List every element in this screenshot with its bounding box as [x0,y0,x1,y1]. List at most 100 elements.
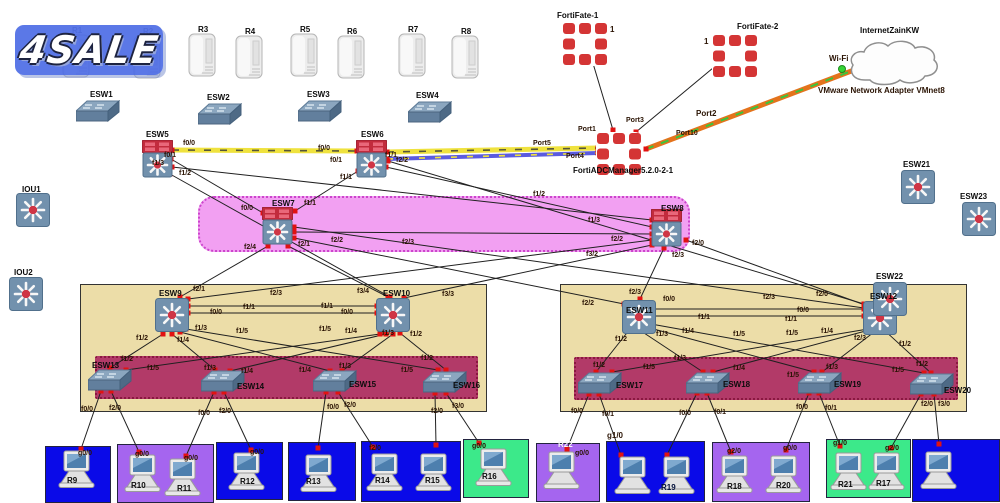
port-label: g0/0 [184,455,199,462]
node-r21[interactable] [828,452,868,497]
node-esw22[interactable] [873,282,907,321]
port-label: f2/3 [763,294,776,301]
node-iou2[interactable] [9,277,43,316]
label-esw7: ESW7 [272,199,295,208]
etherswitch-icon [261,206,294,245]
node-r20[interactable] [763,455,803,500]
node-esw9[interactable] [155,298,189,337]
port-label: f0/1 [825,405,838,412]
node-esw14[interactable] [199,369,246,399]
switch3d-icon [421,370,468,394]
switch3d-icon [684,371,731,395]
node-pc-a[interactable] [612,456,652,501]
port-label: f1/3 [656,331,669,338]
node-r15[interactable] [413,453,453,498]
port-label: f0/0 [318,145,331,152]
port-label: R22 [558,440,573,449]
node-cloud[interactable] [845,38,940,95]
node-r18[interactable] [714,455,754,500]
node-r12[interactable] [226,452,266,497]
etherswitch-icon [650,208,683,247]
port-label: f0/0 [341,309,354,316]
label-esw16: ESW16 [453,381,481,390]
label-r6: R6 [347,27,358,36]
port-label: f3/2 [586,251,599,258]
node-esw5[interactable] [141,139,174,183]
node-esw21[interactable] [901,170,935,209]
node-esw4[interactable] [406,100,453,130]
port-label: f2/4 [244,244,257,251]
node-r3[interactable] [188,33,216,82]
node-esw23[interactable] [962,202,996,241]
port-label: 1 [610,25,615,34]
node-r11[interactable] [162,458,202,503]
node-esw7[interactable] [261,206,294,250]
label-esw1: ESW1 [90,90,113,99]
port-label: f1/5 [787,372,800,379]
node-r16[interactable] [473,448,513,493]
node-r22[interactable] [541,451,581,496]
node-esw15[interactable] [311,369,358,399]
node-esw18[interactable] [684,371,731,401]
node-esw13[interactable] [86,368,133,398]
node-r17[interactable] [866,452,906,497]
port-label: f1/3 [826,364,839,371]
label-cloud: InternetZainKW [860,26,920,35]
node-r7[interactable] [398,33,426,82]
node-r19[interactable] [656,456,696,501]
router-icon [451,35,479,79]
node-r5[interactable] [290,33,318,82]
port-label: Port1 [578,126,596,133]
node-esw3[interactable] [296,99,343,129]
port-label: f1/5 [643,364,656,371]
node-r8[interactable] [451,35,479,84]
node-esw1[interactable] [74,99,121,129]
port-label: g1/0 [607,431,624,440]
port-label: f2/0 [344,402,357,409]
cloud-icon [850,40,938,86]
node-pc-b[interactable] [918,451,958,496]
node-r6[interactable] [337,35,365,84]
port-label: f1/4 [241,368,254,375]
label-iou2: IOU2 [14,268,33,277]
port-label: f1/2 [615,336,628,343]
l3switch-icon [962,202,996,236]
node-r10[interactable] [122,454,162,499]
port-label: f1/5 [786,330,799,337]
switch3d-icon [311,369,358,393]
node-esw19[interactable] [796,371,843,401]
node-esw8[interactable] [650,208,683,252]
etherswitch-icon [355,139,388,178]
port-label: f1/3 [382,330,395,337]
port-label: f2/0 [692,240,705,247]
pc-icon [830,452,867,490]
l3switch-icon [873,282,907,316]
node-fg2[interactable] [712,34,758,83]
port-label: f0/1 [164,152,177,159]
switch3d-icon [796,371,843,395]
port-label: f1/1 [243,304,256,311]
fortinet-icon [712,34,758,78]
switch3d-icon [199,369,246,393]
node-esw2[interactable] [196,102,243,132]
node-r13[interactable] [298,454,338,499]
right-maroon-zone [574,357,958,400]
node-iou1[interactable] [16,193,50,232]
node-fg1[interactable] [562,22,608,71]
node-r14[interactable] [364,453,404,498]
node-r4[interactable] [235,35,263,84]
port-label: f1/1 [321,303,334,310]
port-label: Port10 [676,130,698,137]
node-r9[interactable] [56,450,96,495]
switch3d-icon [406,100,453,124]
port-label: f0/0 [183,140,196,147]
port-label: f1/2 [410,331,423,338]
pc-icon [415,453,452,491]
port-label: f0/0 [679,410,692,417]
node-esw6[interactable] [355,139,388,183]
port-label: f0/1 [714,409,727,416]
port-label: f1/2 [121,356,134,363]
node-esw16[interactable] [421,370,468,400]
label-esw13: ESW13 [92,361,120,370]
port-label: Port5 [533,140,551,147]
